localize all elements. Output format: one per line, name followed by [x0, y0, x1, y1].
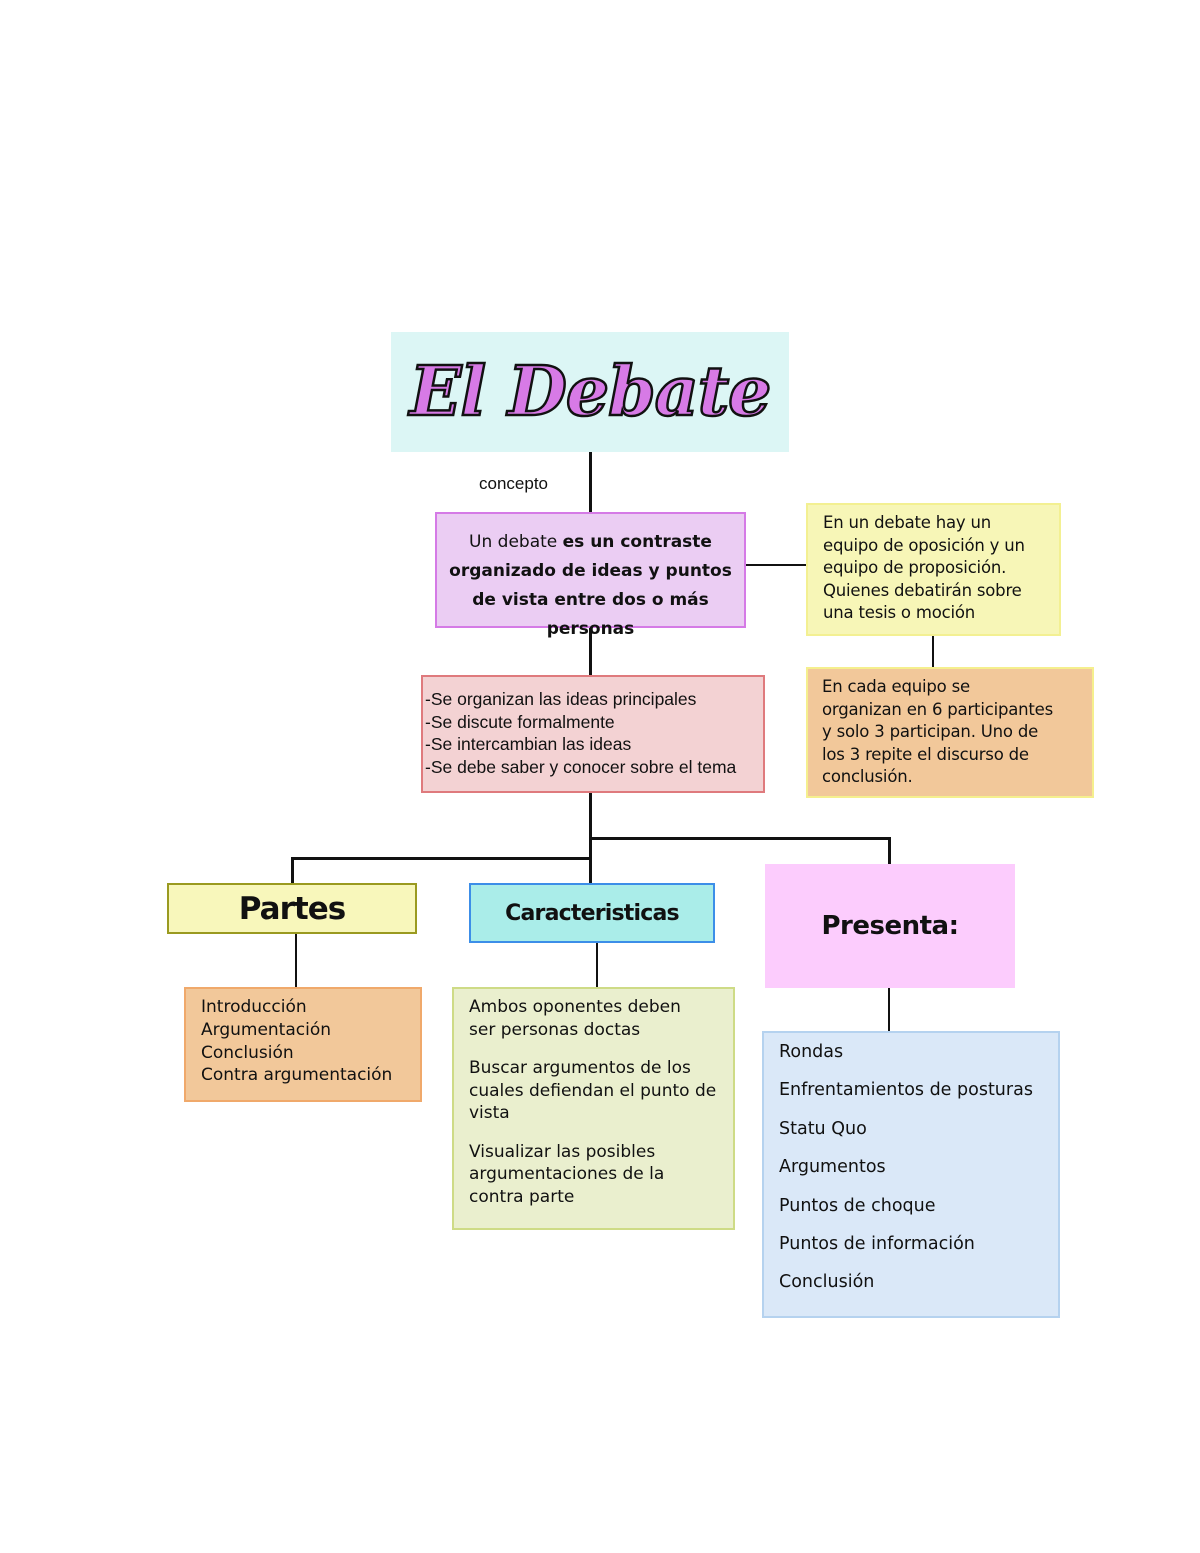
presenta-item: Rondas: [779, 1042, 844, 1062]
teams-line: equipo de proposición.: [823, 558, 1007, 577]
teams-line: En un debate hay un: [823, 513, 992, 532]
caracteristicas-item: Ambos oponentes deben ser personas docta…: [469, 997, 681, 1040]
presenta-heading: Presenta:: [765, 864, 1015, 988]
presenta-item: Enfrentamientos de posturas: [779, 1080, 1033, 1101]
connector-carac-list: [596, 943, 598, 987]
definition-bold: es un contraste organizado de ideas y pu…: [449, 532, 732, 639]
presenta-item: Puntos de información: [779, 1233, 975, 1254]
teams-info-box: En un debate hay un equipo de oposición …: [806, 503, 1061, 636]
connector-presenta-list: [888, 988, 890, 1031]
trait-item: -Se intercambian las ideas: [425, 734, 632, 755]
partes-item: Contra argumentación: [201, 1065, 393, 1086]
partes-item: Argumentación: [201, 1019, 332, 1040]
partes-item: Introducción: [201, 997, 307, 1017]
title-box: El Debate: [391, 332, 789, 452]
partes-list: Introducción Argumentación Conclusión Co…: [184, 987, 422, 1102]
participants-line: los 3 repite el discurso de: [822, 744, 1029, 764]
connector-branch-partes-v: [291, 857, 294, 883]
presenta-item: Puntos de choque: [779, 1195, 936, 1216]
connector-definition-traits: [589, 628, 592, 675]
partes-item: Conclusión: [201, 1042, 294, 1063]
caracteristicas-item: Buscar argumentos de los cuales defienda…: [469, 1058, 717, 1123]
presenta-item: Conclusión: [779, 1272, 875, 1293]
diagram-title: El Debate: [408, 351, 772, 434]
caracteristicas-heading: Caracteristicas: [469, 883, 715, 943]
definition-plain: Un debate: [469, 532, 563, 552]
connector-partes-list: [295, 934, 297, 987]
concept-label: concepto: [479, 474, 548, 493]
participants-line: En cada equipo se: [822, 677, 970, 696]
presenta-item: Argumentos: [779, 1157, 886, 1178]
traits-box: -Se organizan las ideas principales -Se …: [421, 675, 765, 793]
connector-title-definition: [589, 452, 592, 512]
participants-line: y solo 3 participan. Uno de: [822, 722, 1039, 741]
caracteristicas-list: Ambos oponentes deben ser personas docta…: [452, 987, 735, 1230]
definition-box: Un debate es un contraste organizado de …: [435, 512, 746, 639]
connector-branch-presenta-h: [589, 837, 890, 840]
participants-line: conclusión.: [822, 767, 913, 786]
partes-heading: Partes: [167, 883, 417, 934]
presenta-item: Statu Quo: [779, 1118, 867, 1139]
trait-item: -Se discute formalmente: [425, 711, 615, 732]
connector-branch-presenta-v: [888, 837, 891, 864]
participants-line: organizan en 6 participantes: [822, 699, 1054, 719]
presenta-list: Rondas Enfrentamientos de posturas Statu…: [762, 1031, 1060, 1318]
participants-box: En cada equipo se organizan en 6 partici…: [806, 667, 1094, 798]
trait-item: -Se debe saber y conocer sobre el tema: [425, 757, 737, 778]
caracteristicas-item: Visualizar las posibles argumentaciones …: [469, 1141, 665, 1207]
connector-definition-teams: [746, 564, 806, 566]
trait-item: -Se organizan las ideas principales: [425, 689, 697, 709]
teams-line: equipo de oposición y un: [823, 535, 1025, 555]
teams-line: Quienes debatirán sobre: [823, 580, 1022, 600]
connector-branch-partes-h: [291, 857, 592, 860]
teams-line: una tesis o moción: [823, 603, 976, 622]
connector-teams-participants: [932, 636, 934, 667]
